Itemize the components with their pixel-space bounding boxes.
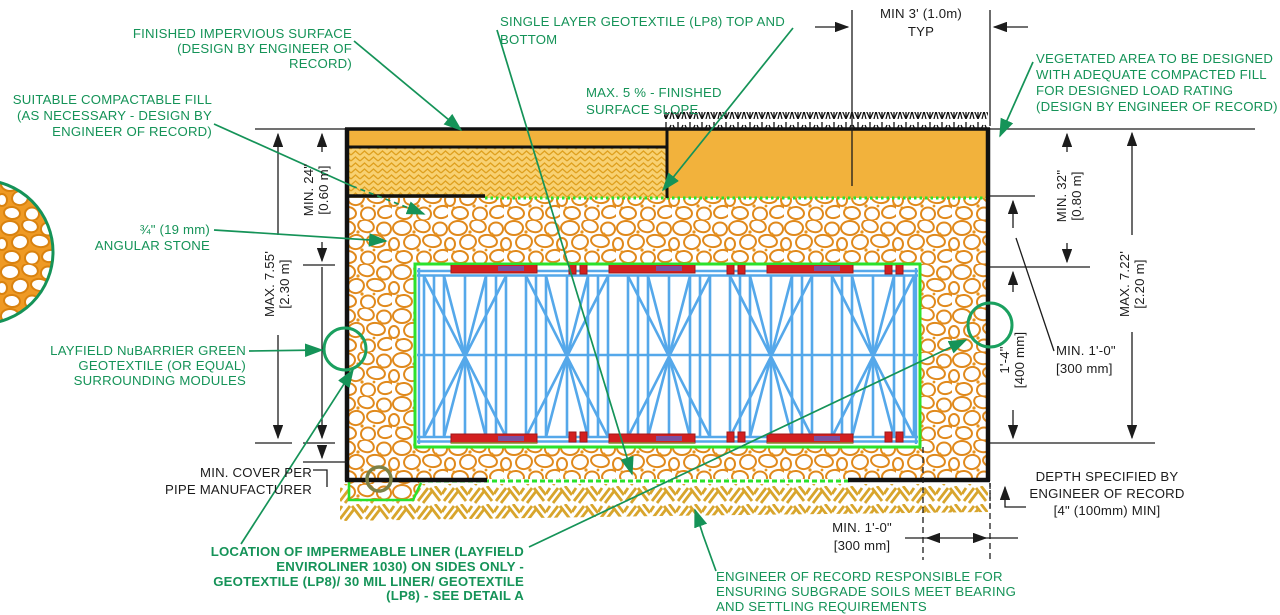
label-vegetated-area: VEGETATED AREA TO BE DESIGNED WITH ADEQU… [1036,51,1278,114]
label-suitable-fill: SUITABLE COMPACTABLE FILL (AS NECESSARY … [13,92,212,139]
stone-detail-circle [0,181,55,323]
dim-min3-typ: MIN 3' (1.0m) TYP [880,6,962,39]
label-line: (DESIGN BY ENGINEER OF [177,41,352,56]
dim-min-1-0-side: MIN. 1'-0" [300 mm] [1056,343,1116,376]
dim-max722: MAX. 7.22' [2.20 m] [1117,251,1147,317]
label-line: LOCATION OF IMPERMEABLE LINER (LAYFIELD [211,544,524,559]
dim-line: PIPE MANUFACTURER [165,482,312,497]
label-finished-impervious: FINISHED IMPERVIOUS SURFACE (DESIGN BY E… [133,26,352,71]
label-line: SUITABLE COMPACTABLE FILL [13,92,212,107]
dim-line: [0.80 m] [1069,171,1084,220]
annotation-leaders [213,27,1034,572]
label-depth-specified: DEPTH SPECIFIED BY ENGINEER OF RECORD [4… [1029,469,1184,518]
label-engineer-subgrade: ENGINEER OF RECORD RESPONSIBLE FOR ENSUR… [716,569,1016,614]
label-layfield-geotextile: LAYFIELD NuBARRIER GREEN GEOTEXTILE (OR … [50,343,246,388]
dim-line: MIN. 1'-0" [832,520,892,535]
label-line: FINISHED IMPERVIOUS SURFACE [133,26,352,41]
label-min-cover: MIN. COVER PER PIPE MANUFACTURER [165,465,312,497]
geotextile-lines [347,196,987,502]
dim-line: [4" (100mm) MIN] [1054,503,1161,518]
dim-line: [2.30 m] [277,259,292,308]
dim-line: [300 mm] [834,538,891,553]
label-line: WITH ADEQUATE COMPACTED FILL [1036,67,1267,82]
label-line: ENGINEER OF RECORD RESPONSIBLE FOR [716,569,1003,584]
layer-fill [347,129,987,198]
label-line: GEOTEXTILE (OR EQUAL) [78,358,246,373]
compactable-fill-layer [347,147,667,198]
label-impermeable-liner: LOCATION OF IMPERMEABLE LINER (LAYFIELD … [211,544,524,603]
label-line: VEGETATED AREA TO BE DESIGNED [1036,51,1273,66]
label-line: AND SETTLING REQUIREMENTS [716,599,927,614]
label-single-geotextile: SINGLE LAYER GEOTEXTILE (LP8) TOP AND BO… [500,14,785,47]
dim-line: 1'-4" [997,346,1012,373]
dim-line: ENGINEER OF RECORD [1029,486,1184,501]
dim-line: MIN. 1'-0" [1056,343,1116,358]
label-line: FOR DESIGNED LOAD RATING [1036,83,1233,98]
dim-line: MIN. 32" [1054,170,1069,223]
dim-1-4: 1'-4" [400 mm] [997,332,1027,389]
label-line: RECORD) [289,56,352,71]
label-line: ENGINEER OF RECORD) [52,124,212,139]
label-line: (DESIGN BY ENGINEER OF RECORD) [1036,99,1278,114]
module-struts [422,275,916,438]
label-line: ANGULAR STONE [95,238,210,253]
dim-line: MAX. 7.55' [262,251,277,317]
label-line: LAYFIELD NuBARRIER GREEN [50,343,246,358]
pipe-section [365,465,393,493]
label-max-slope: MAX. 5 % - FINISHED SURFACE SLOPE [586,85,722,117]
label-line: GEOTEXTILE (LP8)/ 30 MIL LINER/ GEOTEXTI… [213,574,524,589]
dim-line: TYP [908,24,934,39]
label-line: ¾" (19 mm) [140,222,210,237]
label-line: MAX. 5 % - FINISHED [586,85,722,100]
liner-detail-circle-right [966,301,1014,349]
label-line: BOTTOM [500,32,557,47]
dim-line: [300 mm] [1056,361,1113,376]
dim-min24: MIN. 24" [0.60 m] [301,164,331,217]
grass-strip [664,112,988,129]
dim-line: MAX. 7.22' [1117,251,1132,317]
impervious-surface-layer [347,129,667,147]
module-assembly [413,262,922,449]
label-line: (LP8) - SEE DETAIL A [386,588,524,603]
dim-line: [400 mm] [1012,332,1027,389]
dim-line: DEPTH SPECIFIED BY [1036,469,1179,484]
dim-line: MIN. COVER PER [200,465,312,480]
liner-pocket-outline [347,481,423,502]
dim-line: MIN 3' (1.0m) [880,6,962,21]
dim-line: [0.60 m] [316,165,331,214]
label-line: SINGLE LAYER GEOTEXTILE (LP8) TOP AND [500,14,785,29]
dimension-text: MIN 3' (1.0m) TYP MIN. 24" [0.60 m] MAX.… [165,6,1184,553]
subgrade-layer [340,484,988,521]
dimension-lines [272,21,1138,544]
dim-min-1-0-bottom: MIN. 1'-0" [300 mm] [832,520,892,553]
dim-line: [2.20 m] [1132,259,1147,308]
vegetated-fill-layer [667,129,987,198]
dim-line: MIN. 24" [301,164,316,217]
label-line: (AS NECESSARY - DESIGN BY [17,108,212,123]
label-line: SURFACE SLOPE [586,102,699,117]
annotations: FINISHED IMPERVIOUS SURFACE (DESIGN BY E… [13,14,1278,614]
label-angular-stone: ¾" (19 mm) ANGULAR STONE [95,222,210,253]
label-line: ENSURING SUBGRADE SOILS MEET BEARING [716,584,1016,599]
dim-max755: MAX. 7.55' [2.30 m] [262,251,292,317]
extension-lines [255,10,1255,560]
label-line: SURROUNDING MODULES [74,373,246,388]
label-line: ENVIROLINER 1030) ON SIDES ONLY - [276,559,524,574]
dim-min32: MIN. 32" [0.80 m] [1054,170,1084,223]
